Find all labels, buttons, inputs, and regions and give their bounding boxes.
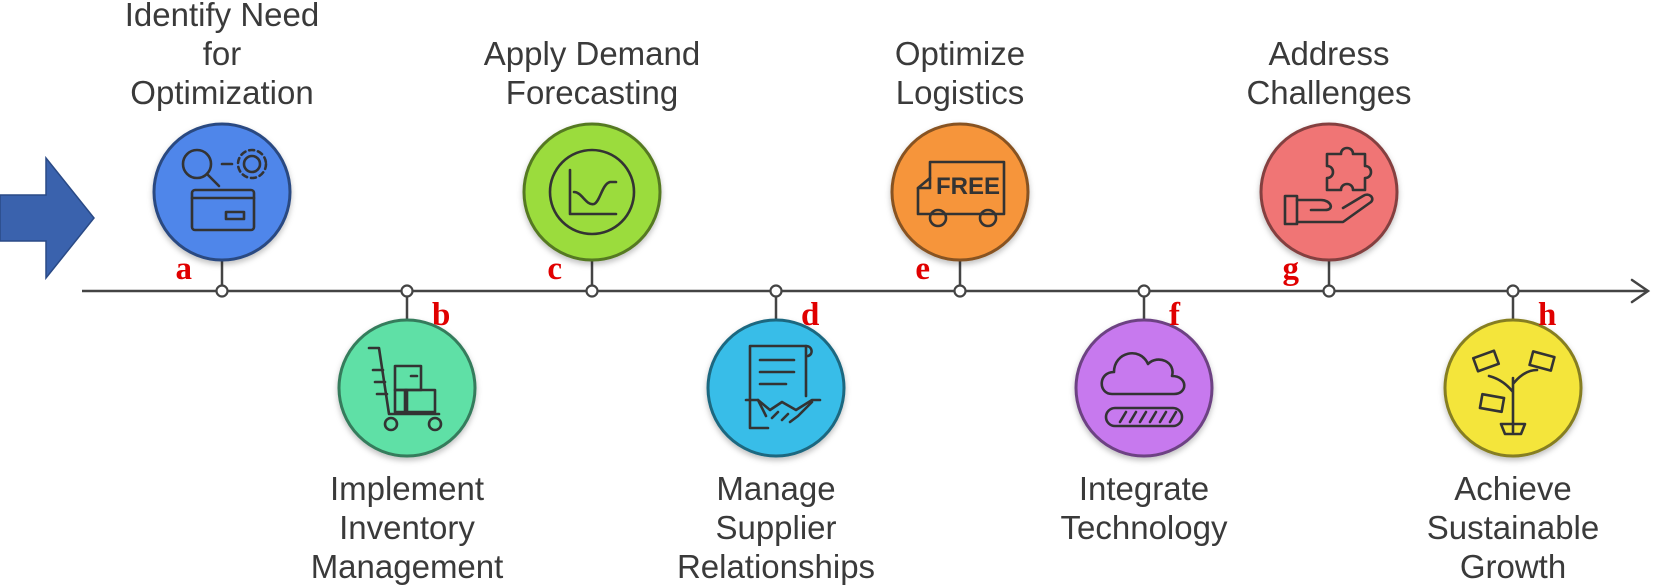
contract-handshake-icon bbox=[744, 344, 822, 430]
step-label-line: Implement bbox=[330, 470, 484, 507]
timeline-node bbox=[215, 284, 229, 298]
step-circle bbox=[890, 122, 1030, 262]
step-letter: a bbox=[176, 251, 193, 287]
step-circle bbox=[522, 122, 662, 262]
trend-chart-icon bbox=[548, 148, 636, 236]
delivery-truck-icon: FREE bbox=[916, 160, 1006, 228]
step-label-line: Relationships bbox=[677, 548, 875, 585]
step-label-line: Apply Demand bbox=[484, 35, 700, 72]
timeline-arrowhead bbox=[1630, 278, 1651, 304]
timeline-node bbox=[953, 284, 967, 298]
timeline-node bbox=[769, 284, 783, 298]
step-label-line: Growth bbox=[1460, 548, 1566, 585]
step-label-line: Identify Need bbox=[125, 0, 319, 33]
step-label-line: Manage bbox=[716, 470, 835, 507]
timeline-node bbox=[1322, 284, 1336, 298]
step-letter: f bbox=[1169, 297, 1181, 333]
start-arrow-icon bbox=[0, 155, 95, 281]
step-label-line: for bbox=[203, 35, 242, 72]
timeline-node bbox=[585, 284, 599, 298]
step-circle bbox=[1259, 122, 1399, 262]
inventory-cart-icon bbox=[367, 346, 443, 432]
step-letter: b bbox=[432, 297, 450, 333]
step-label-line: Inventory bbox=[339, 509, 475, 546]
step-circle bbox=[1074, 318, 1214, 458]
step-label-line: Integrate bbox=[1079, 470, 1209, 507]
cloud-storage-icon bbox=[1100, 352, 1186, 428]
step-label-line: Technology bbox=[1061, 509, 1228, 546]
step-circle bbox=[706, 318, 846, 458]
step-label-line: Achieve bbox=[1454, 470, 1571, 507]
step-circle bbox=[152, 122, 292, 262]
step-label-line: Forecasting bbox=[506, 74, 678, 111]
step-label-line: Optimize bbox=[895, 35, 1025, 72]
step-label-line: Sustainable bbox=[1427, 509, 1599, 546]
step-circle bbox=[337, 318, 477, 458]
search-gear-folder-icon bbox=[181, 148, 268, 232]
timeline-node bbox=[400, 284, 414, 298]
step-label-line: Optimization bbox=[130, 74, 313, 111]
step-letter: c bbox=[547, 251, 562, 287]
puzzle-hand-icon bbox=[1283, 146, 1374, 226]
timeline-node bbox=[1506, 284, 1520, 298]
step-label-line: Logistics bbox=[896, 74, 1024, 111]
step-letter: g bbox=[1283, 251, 1300, 287]
step-letter: h bbox=[1538, 297, 1556, 333]
step-label-line: Supplier bbox=[715, 509, 836, 546]
step-label-line: Challenges bbox=[1246, 74, 1411, 111]
timeline-node bbox=[1137, 284, 1151, 298]
step-letter: e bbox=[915, 251, 930, 287]
step-label-line: Management bbox=[311, 548, 504, 585]
money-plant-icon bbox=[1471, 349, 1556, 436]
truck-text: FREE bbox=[936, 173, 1000, 200]
step-letter: d bbox=[801, 297, 819, 333]
step-label-line: Address bbox=[1268, 35, 1389, 72]
